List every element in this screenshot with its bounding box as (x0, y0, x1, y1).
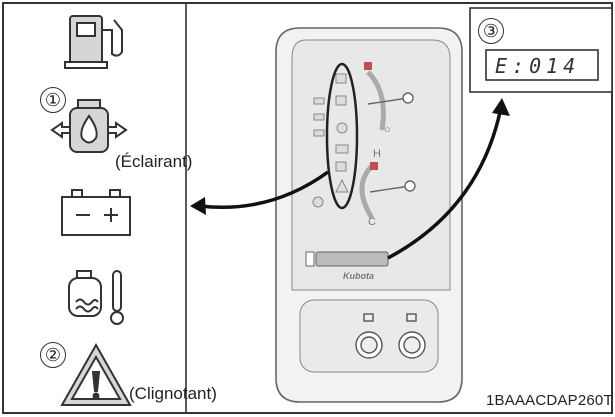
oil-pressure-icon (50, 99, 128, 153)
coolant-temperature-icon (68, 270, 124, 325)
battery-charge-icon (61, 189, 131, 236)
figure-code: 1BAAACDAP260T (486, 392, 613, 409)
svg-text:C: C (368, 216, 376, 228)
arrow-to-icons (199, 170, 330, 210)
temperature-gauge (359, 162, 416, 220)
panel-switches (355, 313, 426, 359)
callout-marker-1: ① (40, 87, 66, 113)
callout-marker-3: ③ (478, 18, 504, 44)
callout-marker-2: ② (40, 342, 66, 368)
fuel-gauge (364, 62, 414, 131)
label-clignotant: (Clignotant) (129, 384, 217, 403)
label-eclairant: (Éclairant) (115, 152, 193, 171)
arrow-to-icons-head (190, 197, 206, 215)
arrow-to-lcd-head (492, 98, 510, 116)
panel-brand-logo: Kubota (343, 271, 374, 281)
svg-text:H: H (373, 148, 381, 160)
fuel-pump-icon (64, 15, 123, 69)
lcd-error-code: E:014 (495, 54, 581, 78)
lcd-strip (305, 251, 389, 267)
lcd-display-frame (485, 49, 599, 81)
warning-triangle-icon (60, 342, 132, 406)
highlight-ellipse (325, 62, 359, 210)
svg-text:○: ○ (384, 124, 391, 136)
arrow-to-lcd (387, 111, 502, 260)
warning-lamps (312, 73, 349, 208)
gauge-scale-letters: H C ○ (368, 124, 391, 228)
